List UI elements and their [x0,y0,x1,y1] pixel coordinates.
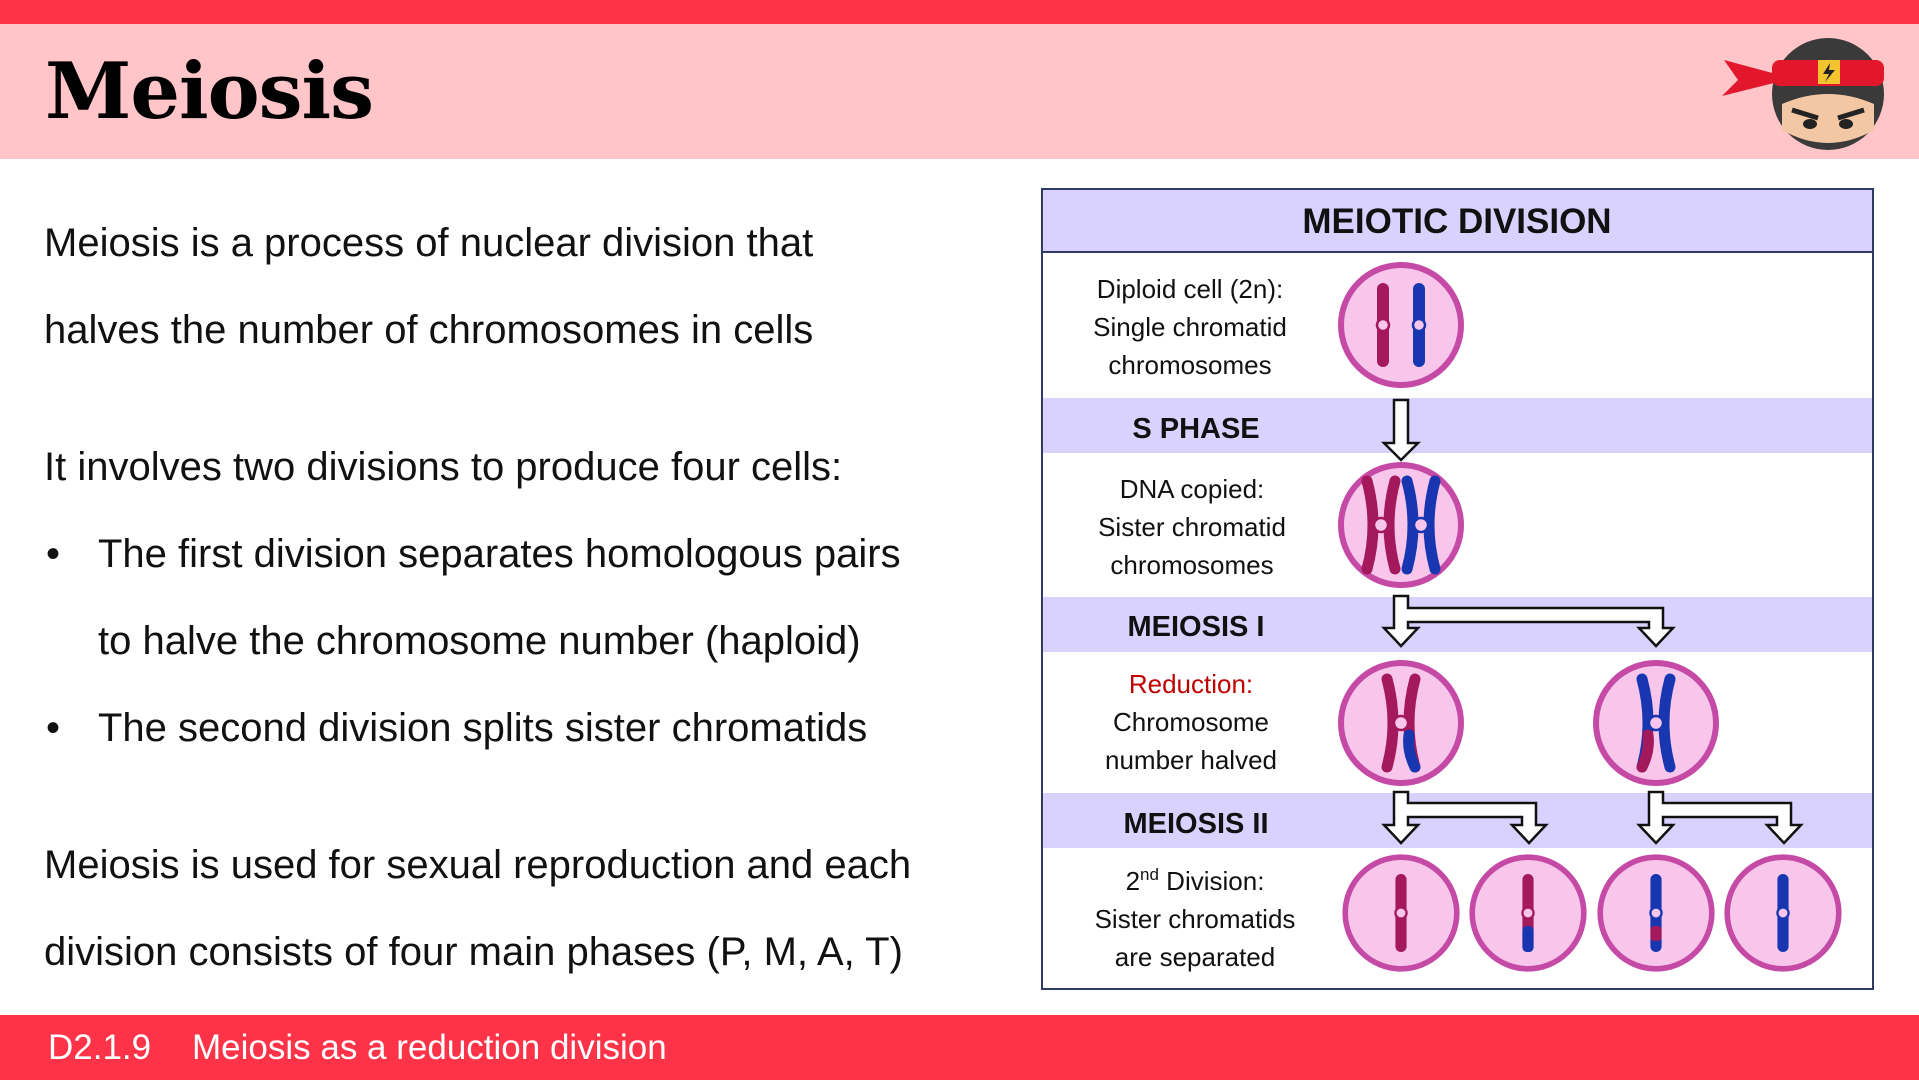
gamete-cell-4-icon [1727,857,1839,969]
ninja-logo-icon [1722,38,1884,150]
down-arrow-icon [1380,398,1422,462]
bullet-first-division: • The first division separates homologou… [44,511,1004,685]
gamete-cell-1-icon [1345,857,1457,969]
row3-label-3: number halved [1105,745,1277,775]
row4-label-3: are separated [1115,942,1275,972]
header-band [1043,190,1872,252]
row3-label-2: Chromosome [1113,707,1269,737]
divisions-intro: It involves two divisions to produce fou… [44,445,843,489]
reproduction-line-1: Meiosis is used for sexual reproduction … [44,843,912,887]
row1-label-2: Single chromatid [1093,312,1287,342]
bullet-1-line-1: The first division separates homologous … [98,532,901,576]
reproduction-line-2: division consists of four main phases (P… [44,930,903,974]
row4-label-1: 2nd Division: [1126,865,1265,896]
bullet-marker: • [46,706,61,750]
meiosis-1-band [1043,597,1872,652]
meiosis-1-cell-right-icon [1596,663,1716,783]
bullet-1-line-2: to halve the chromosome number (haploid) [98,619,861,663]
replicated-cell-icon [1341,465,1461,585]
footer-bar: D2.1.9 Meiosis as a reduction division [0,1015,1919,1080]
s-phase-band [1043,398,1872,453]
row2-label-3: chromosomes [1110,550,1273,580]
meiosis-1-cell-left-icon [1341,663,1461,783]
branch-arrow-icon [1636,790,1804,845]
bullet-second-division: • The second division splits sister chro… [44,685,1004,772]
branch-arrow-icon [1381,790,1549,845]
diagram-header: MEIOTIC DIVISION [1302,202,1611,241]
row2-label-1: DNA copied: [1120,474,1265,504]
page-title: Meiosis [45,46,374,137]
gamete-cell-2-icon [1472,857,1584,969]
intro-line-2: halves the number of chromosomes in cell… [44,308,814,352]
footer-title: Meiosis as a reduction division [192,1028,667,1067]
band-meiosis-2: MEIOSIS II [1123,808,1268,840]
row3-reduction-label: Reduction: [1129,669,1253,699]
branch-arrow-icon [1381,594,1676,648]
body-text: Meiosis is a process of nuclear division… [44,200,1004,996]
meiotic-division-diagram: MEIOTIC DIVISION S PHASE MEIOSIS I MEIOS… [1041,188,1874,990]
row1-label-1: Diploid cell (2n): [1097,274,1283,304]
band-meiosis-1: MEIOSIS I [1128,611,1265,643]
bullet-list: • The first division separates homologou… [44,511,1004,772]
row2-label-2: Sister chromatid [1098,512,1286,542]
row1-label-3: chromosomes [1108,350,1271,380]
footer-code: D2.1.9 [48,1028,152,1067]
row4-label-2: Sister chromatids [1095,904,1296,934]
band-s-phase: S PHASE [1132,413,1259,445]
title-band [0,24,1919,159]
diploid-cell-icon [1341,265,1461,385]
bullet-marker: • [46,532,61,576]
top-accent-bar [0,0,1919,24]
bullet-2-line-1: The second division splits sister chroma… [98,706,868,750]
intro-line-1: Meiosis is a process of nuclear division… [44,221,814,265]
gamete-cell-3-icon [1600,857,1712,969]
